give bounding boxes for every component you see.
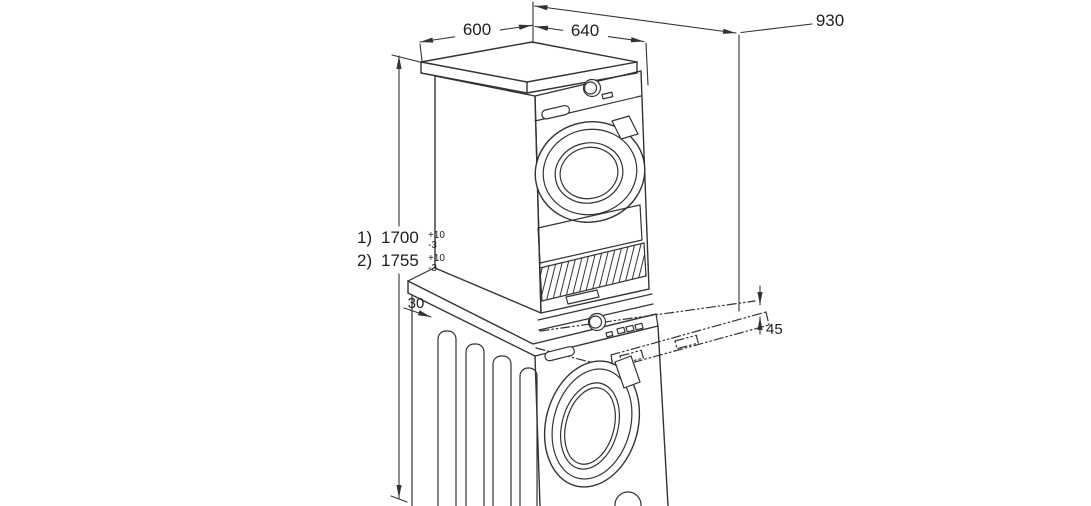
height-row-index: 2) [357, 251, 372, 270]
washer-button [616, 326, 626, 335]
dim-line-930 [533, 5, 737, 34]
frame-right-cap [655, 313, 659, 327]
dimension-640: 640 [534, 21, 645, 45]
frame-band-top [407, 280, 657, 345]
label-knockout [455, 21, 500, 37]
dim-label-600: 600 [463, 20, 491, 39]
dryer-door-glass-outer [554, 142, 624, 204]
washer-display [605, 330, 614, 338]
frame-front-rail-upper [537, 293, 653, 321]
dimension-height: 1) 1700 +10 -3 2) 1755 +10 -3 [357, 55, 445, 499]
dryer-top-right-band [526, 61, 638, 94]
arrowhead [630, 37, 645, 45]
arrowhead [534, 23, 549, 31]
dryer-door-ring-outer [534, 121, 646, 223]
dryer-display [601, 91, 614, 100]
dryer-top-face [420, 41, 638, 83]
dryer-base-latch [565, 289, 600, 305]
washer-button [634, 322, 644, 331]
frame-band-bottom [407, 292, 659, 357]
washer [411, 295, 669, 506]
washer-door-ring-outer [543, 360, 641, 488]
dimension-45: 45 [757, 285, 783, 338]
washer-side-grooves [437, 330, 538, 506]
dryer-door-grip [541, 104, 571, 120]
washer-drawer-grip [544, 346, 575, 362]
dimension-600: 600 [419, 20, 533, 45]
washer-button [625, 324, 635, 333]
shelf-right-cap [765, 311, 770, 326]
dryer [420, 41, 650, 314]
arrowhead [396, 485, 402, 498]
ext-line-600-left [419, 43, 423, 62]
height-row-2: 2) 1755 +10 -3 [357, 251, 445, 274]
washer-door-handle [614, 355, 641, 389]
washer-door-glass-inner [564, 387, 616, 465]
ext-tick-height-top [391, 54, 423, 64]
shelf-bottom-edge [612, 324, 770, 369]
height-row-index: 1) [357, 228, 372, 247]
dryer-door-glass-inner [559, 146, 619, 200]
height-row-tol-plus: +10 [428, 230, 445, 241]
dim-label-930: 930 [816, 11, 844, 30]
height-row-value: 1755 [381, 251, 419, 270]
arrowhead [518, 22, 533, 30]
dim-label-30: 30 [408, 295, 425, 312]
dryer-side-face [434, 75, 542, 314]
dim-leader-930 [740, 23, 813, 34]
arrowhead [419, 37, 434, 45]
dryer-top-slab [420, 41, 638, 94]
washer-front-right-edge [657, 325, 669, 506]
washer-groove [492, 355, 512, 506]
washer-groove [519, 367, 538, 506]
shelf-top-edge [610, 311, 767, 356]
dim-label-640: 640 [571, 21, 599, 40]
washer-door [543, 355, 641, 488]
washer-program-knob [587, 312, 607, 332]
dryer-vent-grille [539, 242, 647, 302]
height-row-1: 1) 1700 +10 -3 [357, 228, 445, 251]
arrowhead [757, 292, 763, 305]
washer-program-knob-inner [588, 315, 603, 329]
dimension-30: 30 [403, 295, 432, 320]
label-knockout [563, 22, 608, 38]
washer-pump-cover [614, 491, 642, 506]
dryer-door-handle [611, 115, 639, 140]
arrowhead [534, 3, 548, 11]
height-row-tol-plus: +10 [428, 253, 445, 264]
washer-control-panel [587, 312, 644, 338]
height-row-value: 1700 [381, 228, 419, 247]
shelf-guide-line-upper [539, 300, 756, 332]
washer-door-glass-outer [560, 382, 620, 470]
arrowhead [722, 28, 737, 36]
dryer-door [534, 115, 646, 223]
shelf-left-cap [610, 354, 614, 369]
shelf-bracket-right [674, 334, 700, 350]
washer-groove [437, 330, 457, 506]
dryer-program-knob-inner [583, 81, 598, 95]
ext-line-640-right [645, 42, 649, 86]
frame-top-edge-line [407, 266, 437, 282]
dimension-lines: 600 640 930 1) 1700 +10 [357, 1, 844, 503]
washer-front-left-edge [534, 355, 541, 506]
washer-groove [465, 343, 485, 506]
dim-label-45: 45 [766, 321, 783, 338]
arrowhead [396, 56, 402, 69]
dryer-top-front-band [420, 61, 528, 94]
dryer-door-ring-inner [542, 128, 638, 216]
dryer-service-panel [537, 204, 643, 264]
dryer-program-knob [582, 78, 602, 98]
height-row-tol-minus: -3 [428, 240, 437, 251]
height-row-tol-minus: -3 [428, 263, 437, 274]
arrowhead [757, 317, 763, 330]
ext-tick-height-bottom [390, 495, 408, 503]
dimension-930: 930 [533, 3, 844, 36]
